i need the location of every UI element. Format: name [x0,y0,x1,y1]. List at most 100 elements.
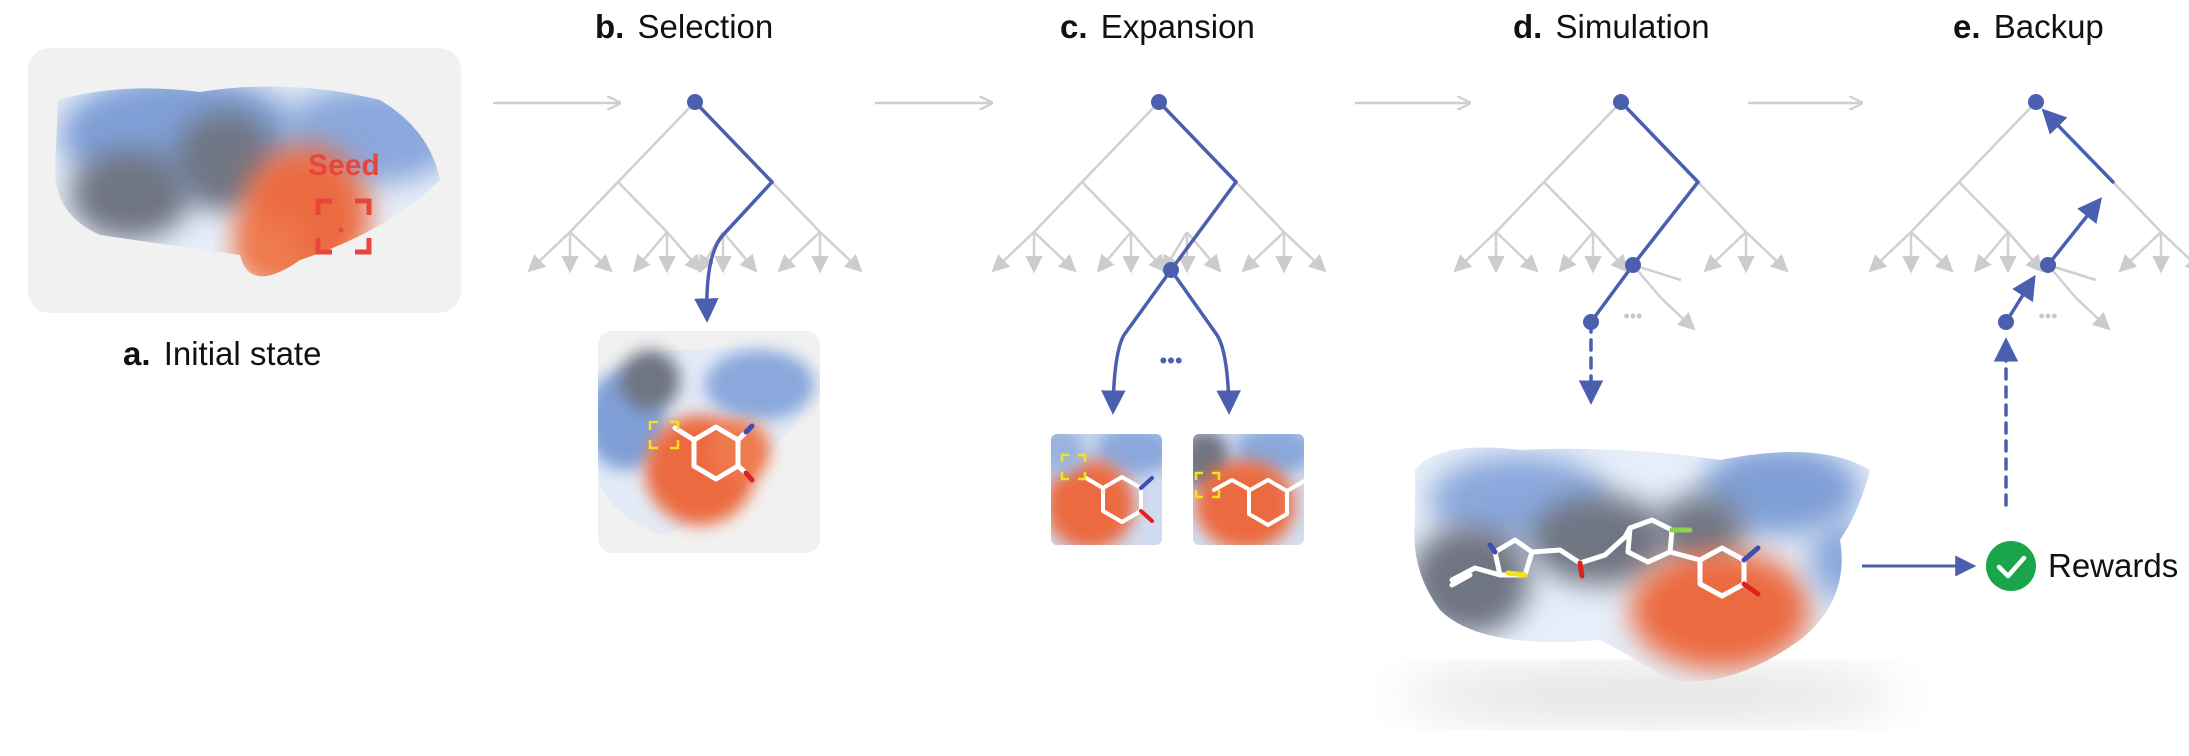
ligand-fragment-icon [1212,478,1306,527]
attachment-bracket-icon [1060,453,1087,481]
ligand-fragment-icon [1084,475,1154,524]
rewards-label: Rewards [2048,547,2178,584]
step-a-label: Initial state [164,335,322,372]
seed-point [338,227,344,233]
tree-leaf-edge [1130,231,1167,273]
tree-edge [569,181,619,233]
backup-edge [2004,274,2036,324]
tree-edge [1081,181,1132,233]
tree-leaf-node [1998,314,2014,330]
tree-leaf-edge [1703,231,1747,273]
tree-leaf-edge [1910,231,1954,273]
tree-node [2040,257,2056,273]
check-icon [1986,541,2036,591]
tree-leaf-edge [1973,231,2009,273]
tree-edge [617,181,668,233]
tree-root-node [687,94,703,110]
tree-edge [2047,263,2097,282]
tree-active-edge [1619,100,1700,184]
tree-leaf-edge [569,231,613,273]
ligand-molecule-icon [1449,517,1761,599]
selection-pocket-panel [598,331,820,553]
tree-leaf-edge [1453,231,1497,273]
selection-path [694,180,774,323]
tree-leaf-edge [632,231,668,273]
expansion-path [1169,180,1238,272]
tree-selection [527,94,863,323]
step-e-title: e. Backup [1953,8,2104,45]
tree-leaf-edge [1096,231,1132,273]
ellipsis: ••• [2039,306,2058,326]
tree-leaf-edge [777,231,821,273]
tree-edge [1543,101,1622,183]
step-c-letter: c. [1060,8,1088,45]
tree-edge [1495,181,1545,233]
tree-edge [1958,181,2009,233]
step-b-letter: b. [595,8,624,45]
tree-edge [1033,181,1083,233]
pocket-shadow [1400,673,1900,717]
expansion-child-edge [1169,268,1241,415]
tree-leaf-edge [2118,231,2162,273]
rewards-badge: Rewards [1986,541,2178,591]
tree-leaf-edge [1660,297,1696,331]
tree-simulation: ••• [1453,94,1789,405]
tree-edge [1081,101,1160,183]
simulation-pocket-image [1400,447,1900,717]
tree-edge [1910,181,1960,233]
tree-active-edge [1157,100,1238,184]
tree-leaf-edge [722,231,758,273]
seed-bracket-icon [315,198,372,255]
tree-leaf-edge [819,231,863,273]
backup-edge [2046,197,2103,267]
tree-edge [1958,101,2037,183]
attachment-bracket-icon [648,420,680,450]
step-a-caption: a. Initial state [123,335,321,372]
tree-edge [617,101,696,183]
tree-leaf-edge [1033,231,1077,273]
tree-leaf-edge [1868,231,1912,273]
expansion-child-panel-2 [1193,434,1306,545]
tree-expansion: ••• [991,94,1327,415]
tree-backup: ••• [1868,94,2189,507]
ellipsis: ••• [1159,348,1182,373]
step-d-letter: d. [1513,8,1542,45]
tree-leaf-edge [527,231,571,273]
tree-leaf-edge [2075,297,2111,331]
step-d-title: d. Simulation [1513,8,1710,45]
tree-root-node [1613,94,1629,110]
tree-leaf-edge [2007,231,2044,273]
tree-leaf-edge [991,231,1035,273]
tree-leaf-edge [1592,231,1629,273]
tree-edge [1632,263,1682,282]
tree-leaf-edge [1283,231,1327,273]
step-b-title: b. Selection [595,8,773,45]
tree-leaf-edge [1186,231,1222,273]
tree-leaf-edge [1745,231,1789,273]
tree-leaf-edge [1495,231,1539,273]
ellipsis: ••• [1624,306,1643,326]
backup-edge [2041,108,2115,184]
step-e-letter: e. [1953,8,1981,45]
attachment-bracket-icon [1194,471,1221,499]
step-a-letter: a. [123,335,151,372]
tree-edge [1697,181,1747,233]
tree-leaf-edge [666,231,703,273]
tree-active-edge [1589,263,1635,324]
expansion-child-edge [1101,268,1173,415]
seed-label: Seed [308,149,380,182]
step-b-label: Selection [638,8,774,45]
tree-root-node [1151,94,1167,110]
tree-node [1625,257,1641,273]
tree-edge [1543,181,1594,233]
expansion-child-panel-1 [1051,434,1162,545]
tree-leaf-edge [1241,231,1285,273]
initial-state-panel: Seed a. Initial state [28,48,461,372]
tree-edge [2112,181,2162,233]
step-c-label: Expansion [1101,8,1255,45]
tree-leaf-edge [1558,231,1594,273]
step-c-title: c. Expansion [1060,8,1255,45]
tree-leaf-edge [2160,231,2189,273]
tree-root-node [2028,94,2044,110]
